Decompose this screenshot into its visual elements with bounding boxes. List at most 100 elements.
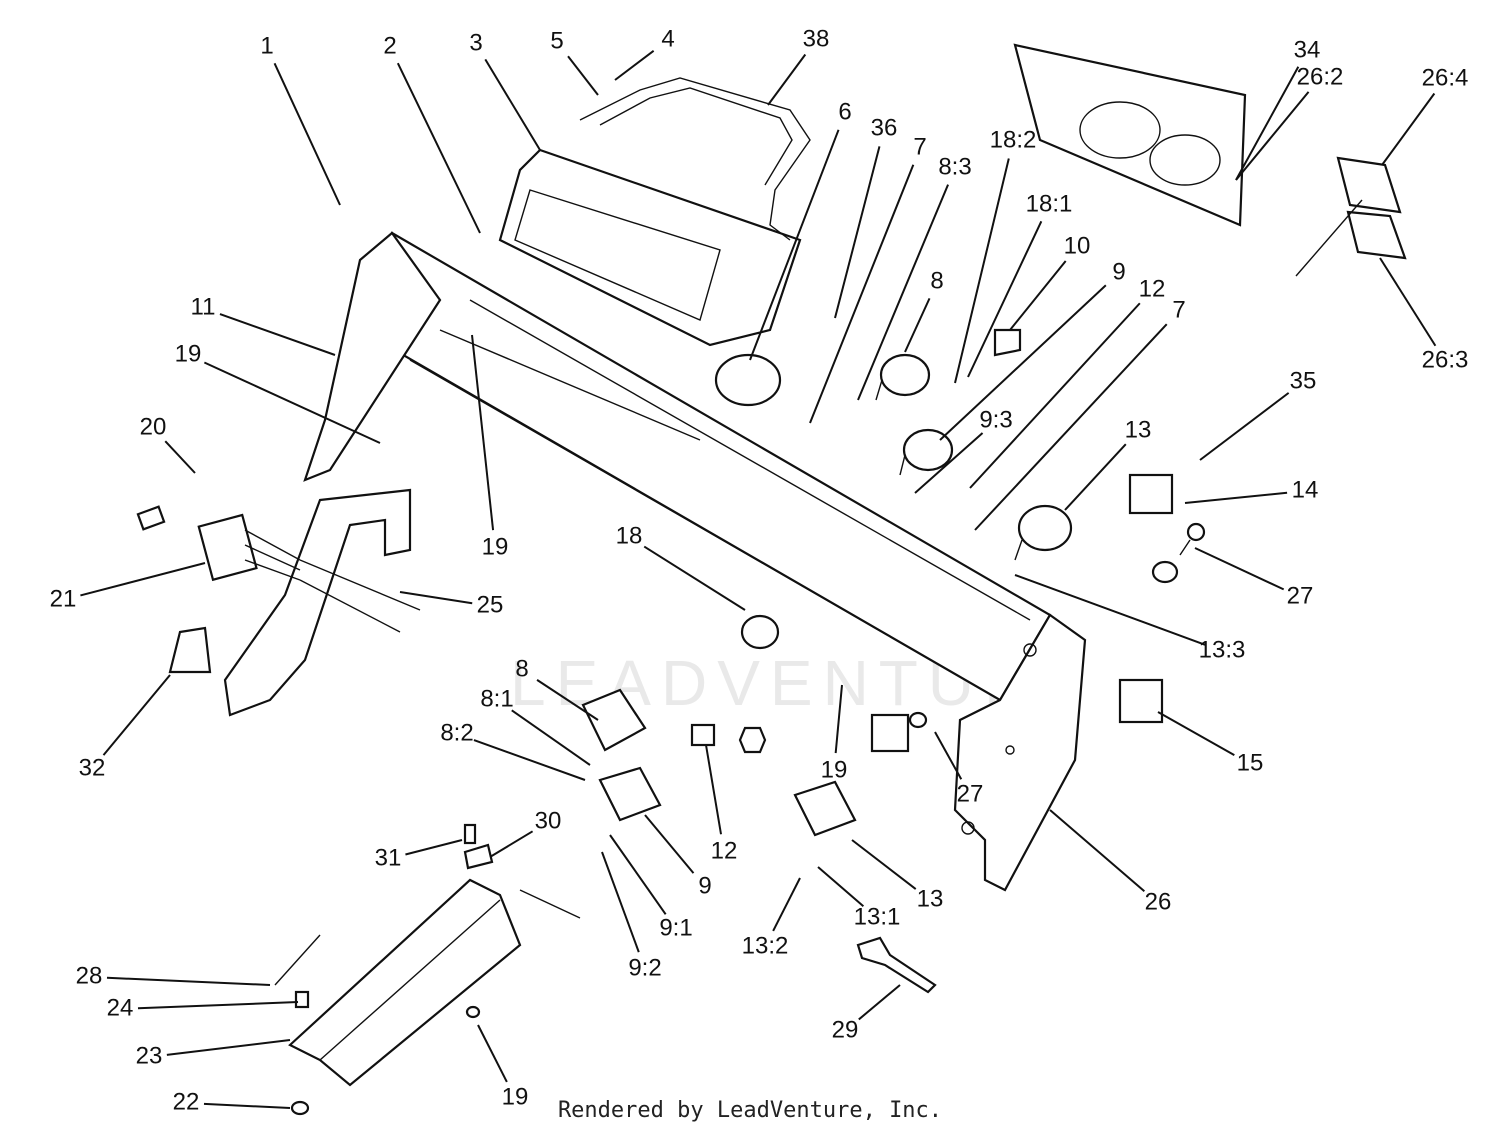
callout-label: 18:1 <box>1026 190 1073 217</box>
callout-label: 26 <box>1145 888 1172 915</box>
leader-line <box>1199 392 1290 461</box>
callout-label: 36 <box>871 114 898 141</box>
gauge-8 <box>875 353 931 401</box>
callout-label: 26:3 <box>1422 346 1469 373</box>
callout-label: 3 <box>469 29 482 56</box>
callout-label: 23 <box>136 1042 163 1069</box>
callout-label: 27 <box>957 780 984 807</box>
callout-label: 20 <box>140 413 167 440</box>
storage-tray <box>498 148 802 347</box>
callout-label: 25 <box>477 591 504 618</box>
callout-label: 26:4 <box>1422 64 1469 91</box>
decal-32 <box>168 626 212 674</box>
callout-label: 8:2 <box>440 719 473 746</box>
callout-label: 19 <box>175 340 202 367</box>
callout-label: 24 <box>107 994 134 1021</box>
bolt-31 <box>463 823 477 845</box>
leader-line <box>851 839 917 890</box>
callout-label: 9:2 <box>628 954 661 981</box>
leader-line <box>399 591 473 605</box>
leader-line <box>609 834 667 915</box>
leader-line <box>1235 66 1300 181</box>
leader-line <box>772 877 801 932</box>
callout-label: 8 <box>930 267 943 294</box>
callout-label: 9 <box>1112 258 1125 285</box>
callout-label: 19 <box>502 1083 529 1110</box>
leader-line <box>166 1039 291 1056</box>
decal-26-4 <box>1336 156 1402 214</box>
leader-line <box>969 302 1141 489</box>
leader-line <box>904 297 931 353</box>
leader-line <box>1194 547 1285 591</box>
leader-line <box>489 830 534 858</box>
callout-label: 35 <box>1290 367 1317 394</box>
leader-line <box>471 334 495 531</box>
callout-label: 15 <box>1237 749 1264 776</box>
side-plate-hole <box>961 821 975 835</box>
callout-label: 9:3 <box>979 406 1012 433</box>
fuse-holder <box>136 505 166 531</box>
leader-line <box>939 284 1107 441</box>
bottom-channel <box>288 878 522 1087</box>
leader-line <box>809 164 915 424</box>
tray-handle <box>579 77 811 241</box>
callout-label: 30 <box>535 807 562 834</box>
leader-line <box>106 976 271 986</box>
callout-label: 9:1 <box>659 914 692 941</box>
leader-line <box>567 55 599 96</box>
round-gasket <box>714 353 782 407</box>
callout-label: 34 <box>1294 36 1321 63</box>
nut-19 <box>465 1005 481 1019</box>
leader-line <box>705 744 723 835</box>
decal-34-hole <box>1079 101 1161 159</box>
leader-line <box>80 562 206 597</box>
leader-line <box>974 323 1168 531</box>
callout-label: 32 <box>79 754 106 781</box>
connector-12 <box>690 723 767 754</box>
leader-line <box>857 184 949 401</box>
leader-line <box>511 709 591 766</box>
callout-label: 13:3 <box>1199 636 1246 663</box>
switch-27-lower <box>870 711 928 753</box>
callout-label: 13:1 <box>854 903 901 930</box>
callout-label: 8 <box>515 655 528 682</box>
callout-label: 14 <box>1292 476 1319 503</box>
gauge-13 <box>1014 504 1073 561</box>
leader-line <box>954 158 1010 384</box>
callout-label: 29 <box>832 1016 859 1043</box>
leader-line <box>273 62 341 206</box>
callout-label: 5 <box>550 27 563 54</box>
leader-line <box>834 146 881 319</box>
leader-line <box>396 62 481 234</box>
leader-line <box>1235 91 1310 181</box>
leader-line <box>1049 809 1146 893</box>
switch-18 <box>740 614 780 650</box>
leader-line <box>1009 260 1067 331</box>
leader-line <box>1379 257 1437 347</box>
callout-label: 12 <box>1139 275 1166 302</box>
callout-label: 38 <box>803 25 830 52</box>
leader-line <box>484 58 541 151</box>
callout-label: 18:2 <box>990 126 1037 153</box>
side-plate-hole <box>1023 643 1037 657</box>
leader-line <box>219 313 336 356</box>
leader-line <box>914 432 984 494</box>
switch-15 <box>1118 678 1164 724</box>
callout-label: 7 <box>913 133 926 160</box>
right-side-plate <box>953 613 1087 892</box>
callout-label: 13 <box>917 885 944 912</box>
callout-label: 19 <box>482 533 509 560</box>
callout-label: 13 <box>1125 416 1152 443</box>
leader-line <box>473 739 586 781</box>
leader-line <box>858 984 901 1021</box>
leader-line <box>834 684 843 754</box>
callout-label: 9 <box>698 872 711 899</box>
footer-credit: Rendered by LeadVenture, Inc. <box>558 1098 942 1123</box>
callout-label: 13:2 <box>742 932 789 959</box>
decal-26-3 <box>1346 210 1407 260</box>
nut-22 <box>290 1100 310 1116</box>
leader-line <box>1157 711 1235 757</box>
callout-label: 10 <box>1064 232 1091 259</box>
callout-label: 22 <box>173 1088 200 1115</box>
decal-34-hole <box>1149 134 1221 186</box>
